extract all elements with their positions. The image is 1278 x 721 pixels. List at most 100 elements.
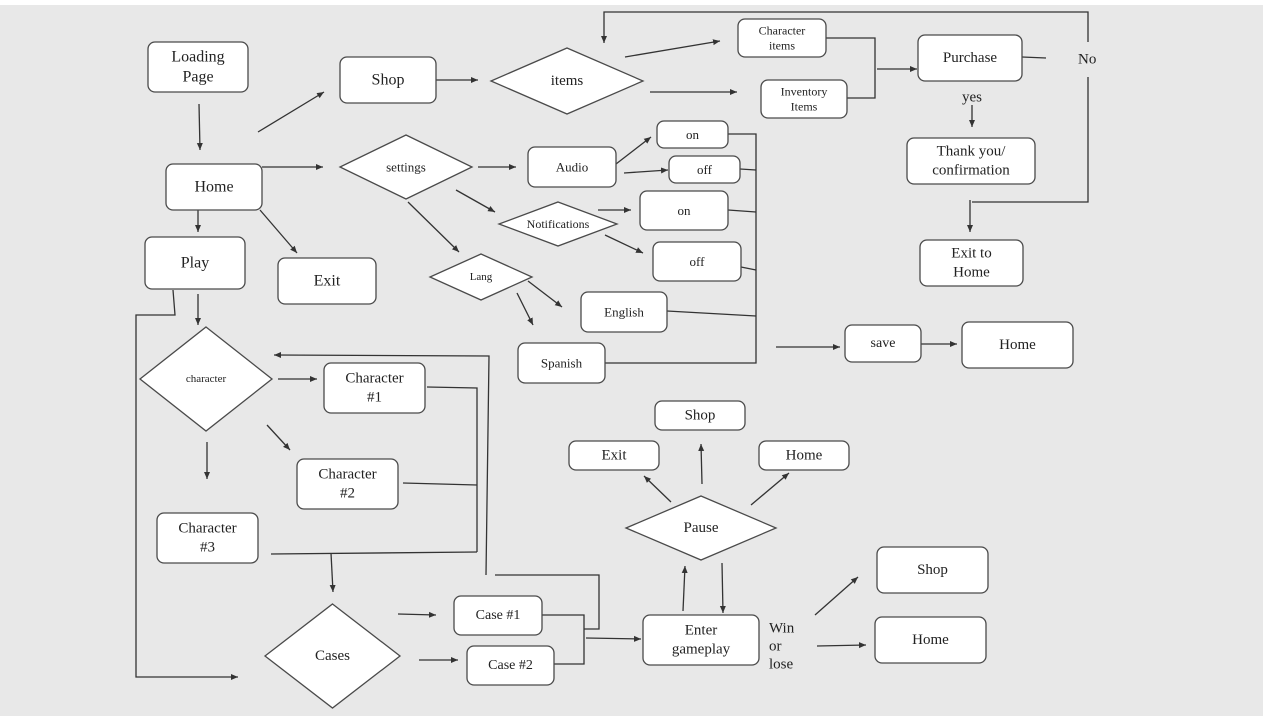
process-box (642, 614, 760, 666)
edge-case1-to-join (542, 614, 585, 665)
node-items: items (489, 47, 645, 115)
node-thankyou: Thank you/confirmation (906, 137, 1036, 185)
node-label: Notifications (527, 217, 590, 231)
edge-items-to-char-items (624, 39, 721, 58)
node-label: Thank you/ (937, 144, 1007, 160)
edge-no-loop-down (972, 77, 1089, 203)
decision-diamond (489, 47, 645, 115)
edge-loading-to-home (196, 103, 203, 151)
process-box (156, 512, 259, 564)
node-label: Home (912, 632, 949, 648)
edge-english-to-bus (666, 310, 757, 317)
node-pause: Pause (624, 495, 778, 561)
node-lang: Lang (428, 253, 534, 301)
node-home: Home (165, 163, 263, 211)
node-label: save (871, 336, 896, 351)
process-box (147, 41, 249, 93)
node-label: Home (194, 179, 233, 196)
edge-options-bus (605, 133, 757, 364)
node-label: Audio (556, 160, 589, 175)
annotation-winlose: Win (769, 620, 795, 636)
node-shop: Shop (339, 56, 437, 104)
process-box (323, 362, 426, 414)
node-end-home: Home (874, 616, 987, 664)
process-box (668, 155, 741, 184)
node-save: save (844, 324, 922, 363)
node-label: Character (345, 371, 403, 387)
node-label: #3 (200, 539, 215, 555)
node-label: English (604, 305, 644, 320)
edge-cases-to-case1 (397, 611, 437, 618)
edge-gameplay-back-to-character (273, 352, 490, 576)
node-label: #1 (367, 389, 382, 405)
edge-settings-to-notif (455, 189, 496, 213)
edge-winlose-to-home (816, 642, 867, 649)
process-box (652, 241, 742, 282)
node-char1: Character #1 (323, 362, 426, 414)
node-character: character (138, 326, 274, 432)
process-box (568, 440, 660, 471)
decision-diamond (338, 134, 474, 200)
node-label: Character (318, 467, 376, 483)
process-box (580, 291, 668, 333)
node-label: Home (999, 337, 1036, 353)
edge-lang-to-english (527, 280, 563, 308)
decision-diamond (497, 201, 619, 247)
process-box (527, 146, 617, 188)
node-cases: Cases (263, 603, 402, 709)
edge-audio-to-off (623, 167, 669, 174)
edge-pause-to-home (750, 472, 790, 506)
node-label: Inventory (781, 85, 828, 99)
process-box (906, 137, 1036, 185)
annotation-winlose: lose (769, 656, 794, 672)
node-label: Items (791, 100, 818, 114)
edge-notif-to-off (604, 234, 644, 254)
process-box (296, 458, 399, 510)
node-english: English (580, 291, 668, 333)
edge-notif-on-to-bus (727, 209, 757, 213)
node-label: Cases (315, 648, 350, 664)
process-box (466, 645, 555, 686)
node-label: off (697, 162, 713, 177)
node-label: confirmation (932, 162, 1010, 178)
node-label: Home (786, 448, 823, 464)
edge-case-loop (495, 574, 600, 630)
process-box (144, 236, 246, 290)
edge-char1-to-bus (426, 386, 478, 552)
node-label: on (678, 203, 692, 218)
process-box (639, 190, 729, 231)
node-label: on (686, 127, 700, 142)
node-label: Shop (372, 72, 405, 89)
node-label: Exit (602, 448, 628, 464)
node-notifications: Notifications (497, 201, 619, 247)
process-box (165, 163, 263, 211)
edge-character-to-char2 (266, 424, 291, 451)
process-box (656, 120, 729, 149)
node-label: items (551, 73, 584, 89)
node-purchase: Purchase (917, 34, 1023, 82)
node-label: Enter (685, 623, 717, 639)
edge-home-to-exit (259, 209, 298, 254)
annotation-no: No (1078, 51, 1096, 67)
edge-home-to-shop (257, 91, 325, 133)
edge-winlose-to-shop (814, 576, 859, 616)
process-box (654, 400, 746, 431)
edge-purchase-no-line (1021, 56, 1047, 59)
node-label: Lang (470, 271, 493, 283)
node-play: Play (144, 236, 246, 290)
process-box (876, 546, 989, 594)
process-box (758, 440, 850, 471)
edge-no-loop-top (601, 11, 1089, 43)
node-case2: Case #2 (466, 645, 555, 686)
node-pause-shop: Shop (654, 400, 746, 431)
node-label: Home (953, 264, 990, 280)
node-label: Exit (314, 273, 341, 290)
process-box (339, 56, 437, 104)
decision-diamond (138, 326, 274, 432)
node-label: Exit to (951, 246, 991, 262)
node-audio-on: on (656, 120, 729, 149)
node-label: Play (181, 255, 209, 272)
